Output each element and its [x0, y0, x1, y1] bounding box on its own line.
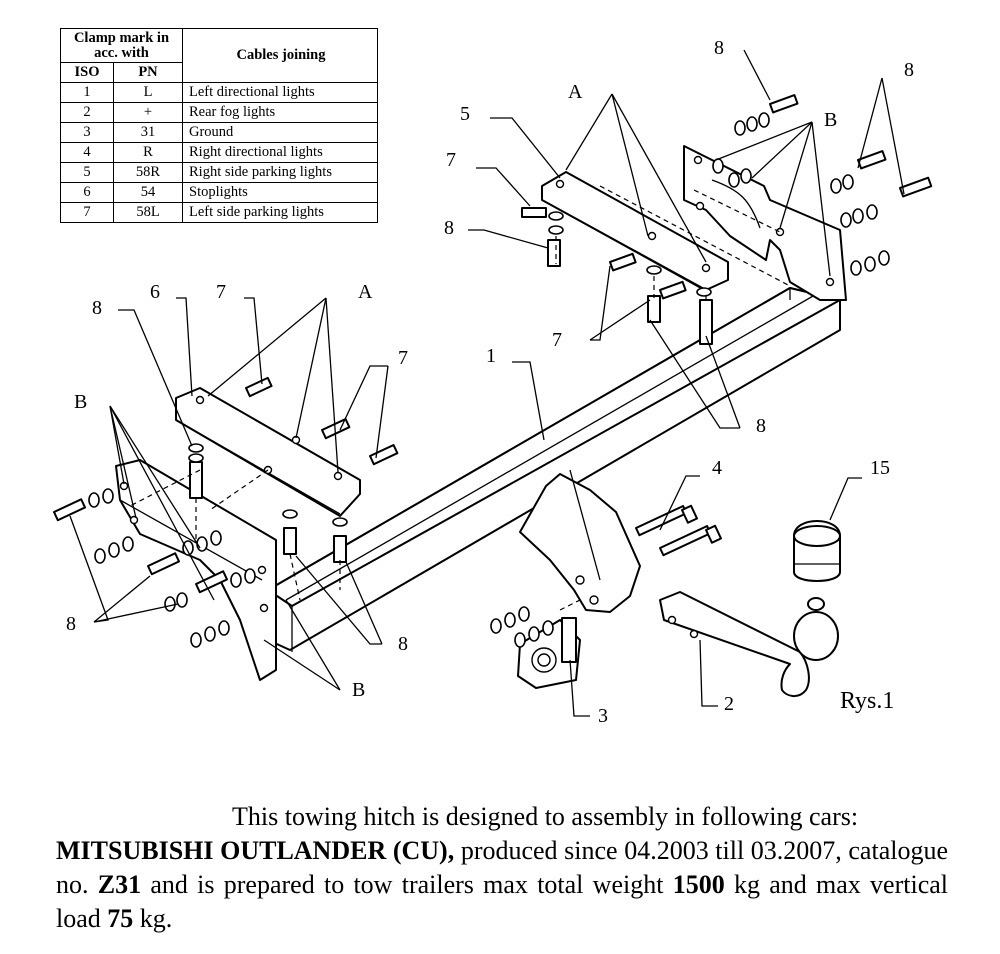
hitch-description: This towing hitch is designed to assembl… — [56, 800, 948, 936]
description-intro: This towing hitch is designed to assembl… — [232, 802, 859, 831]
bolts-part-4 — [635, 504, 722, 557]
ball-arm-part-2 — [659, 591, 839, 697]
assembly-dash-lines — [129, 185, 791, 611]
label-8: 8 — [66, 613, 76, 635]
label-b: B — [824, 109, 837, 131]
header-clamp-mark: Clamp mark in acc. with — [60, 28, 183, 63]
label-b: B — [352, 679, 365, 701]
label-7: 7 — [398, 347, 408, 369]
left-mounting-plate-a — [175, 387, 361, 517]
right-mounting-plate-a — [541, 171, 729, 291]
part-labels: 8 8 A B 5 7 8 7 1 8 4 15 6 7 A 8 7 B 8 8… — [66, 37, 914, 727]
max-total-weight: 1500 — [672, 870, 725, 899]
figure-label: Rys.1 — [840, 688, 894, 714]
label-8: 8 — [398, 633, 408, 655]
ball-cap-part-15 — [793, 520, 841, 582]
label-8: 8 — [904, 59, 914, 81]
label-6: 6 — [150, 281, 160, 303]
label-3: 3 — [598, 705, 608, 727]
label-15: 15 — [870, 457, 890, 479]
label-8: 8 — [756, 415, 766, 437]
catalogue-number: Z31 — [97, 870, 142, 899]
exploded-assembly-drawing: 8 8 A B 5 7 8 7 1 8 4 15 6 7 A 8 7 B 8 8… — [53, 37, 933, 727]
label-b: B — [74, 391, 87, 413]
table-row: 2+Rear fog lights — [60, 102, 378, 123]
label-8: 8 — [444, 217, 454, 239]
cell-desc: Left side parking lights — [182, 202, 378, 223]
cell-desc: Stoplights — [182, 182, 378, 203]
header-cables-joining: Cables joining — [182, 28, 378, 83]
label-7: 7 — [552, 329, 562, 351]
cable-joining-table: Clamp mark in acc. with Cables joining I… — [60, 28, 378, 223]
unit-text: kg. — [133, 904, 173, 933]
production-text: produced since 04.2003 till 03.2007, cat… — [56, 836, 949, 899]
label-8: 8 — [92, 297, 102, 319]
label-7: 7 — [446, 149, 456, 171]
label-8: 8 — [714, 37, 724, 59]
label-5: 5 — [460, 103, 470, 125]
cell-desc: Right side parking lights — [182, 162, 378, 183]
car-model: MITSUBISHI OUTLANDER (CU), — [56, 836, 455, 865]
label-a: A — [358, 281, 373, 303]
label-a: A — [568, 81, 583, 103]
cell-desc: Rear fog lights — [182, 102, 378, 123]
leader-lines — [69, 49, 905, 717]
description-details: MITSUBISHI OUTLANDER (CU), produced sinc… — [56, 834, 948, 936]
weight-text: and is prepared to tow trailers max tota… — [141, 870, 673, 899]
ball-mount-bracket — [519, 469, 641, 613]
max-vertical-load: 75 — [107, 904, 134, 933]
cell-pn: 58L — [113, 202, 183, 223]
label-4: 4 — [712, 457, 722, 479]
label-7: 7 — [216, 281, 226, 303]
right-side-plate-b — [683, 145, 847, 301]
vertical-load-text: kg and max vertical load — [56, 870, 949, 933]
label-1: 1 — [486, 345, 496, 367]
label-2: 2 — [724, 693, 734, 715]
cell-desc: Right directional lights — [182, 142, 378, 163]
header-iso: ISO — [60, 62, 114, 83]
